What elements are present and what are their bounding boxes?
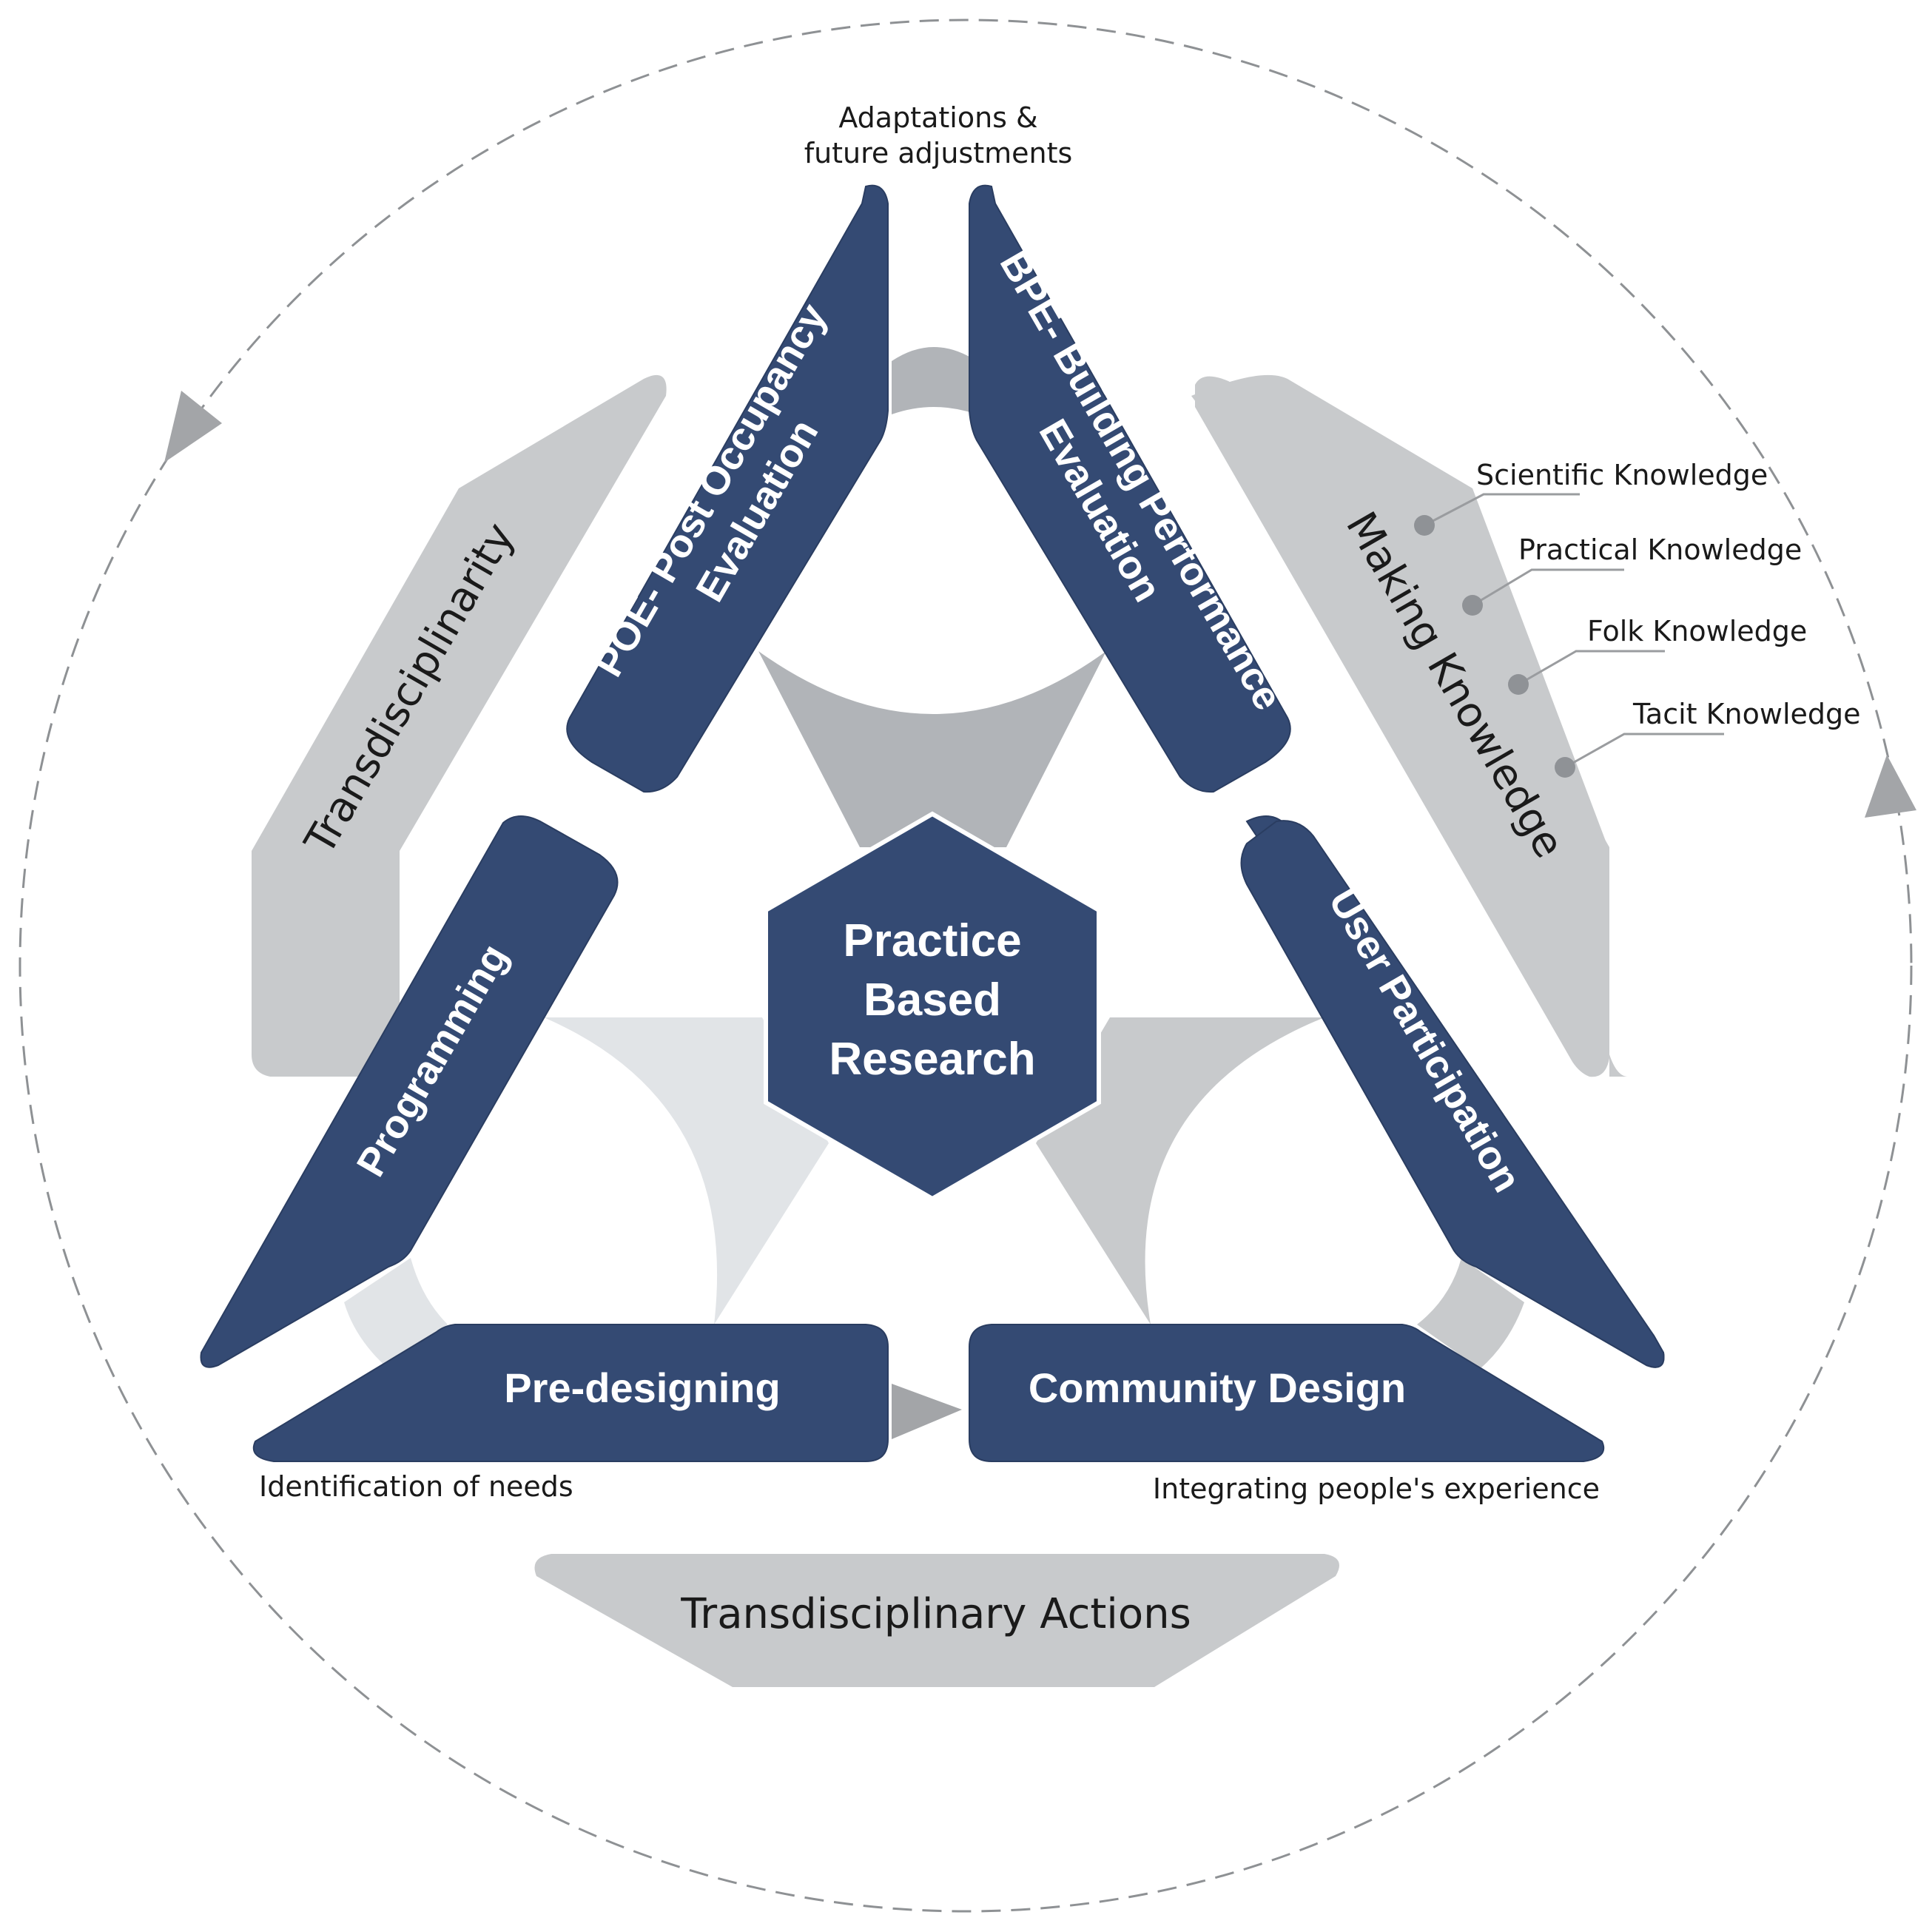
annotation-top-line2: future adjustments — [804, 137, 1073, 169]
center-label-line2: Based — [864, 975, 1001, 1026]
knowledge-dot — [1508, 674, 1529, 695]
leader-line — [1518, 650, 1665, 686]
annotation-top-line1: Adaptations & — [838, 101, 1037, 134]
center-hexagon[interactable] — [764, 811, 1101, 1202]
making-knowledge-band-body — [1195, 376, 1609, 1077]
top-connector-ring — [892, 347, 977, 414]
community-design-label: Community Design — [1029, 1364, 1406, 1411]
transdisciplinary-actions-band — [534, 1554, 1339, 1687]
center-label-line3: Research — [829, 1034, 1035, 1085]
knowledge-dot — [1555, 757, 1575, 778]
annotation-bottom-right: Integrating people's experience — [1153, 1472, 1600, 1505]
outer-cycle-ring — [18, 18, 1913, 1913]
left-connector-funnel — [544, 1017, 829, 1325]
cycle-arrow-bottom-icon — [892, 1384, 962, 1439]
knowledge-dot — [1462, 595, 1483, 616]
leader-line — [1424, 493, 1580, 527]
programming-block[interactable] — [200, 815, 619, 1368]
poe-block[interactable] — [566, 184, 889, 793]
center-label-line1: Practice — [843, 915, 1021, 966]
knowledge-type-label: Folk Knowledge — [1587, 615, 1807, 647]
pre-designing-block[interactable] — [252, 1324, 889, 1462]
top-connector-funnel — [758, 651, 1106, 847]
community-design-block[interactable] — [969, 1324, 1605, 1462]
knowledge-type-label: Practical Knowledge — [1518, 534, 1802, 566]
annotation-bottom-left: Identification of needs — [259, 1470, 573, 1503]
cycle-arrow-right-icon — [1865, 755, 1916, 818]
transdisciplinary-actions-label: Transdisciplinary Actions — [680, 1590, 1191, 1638]
user-participation-block-body[interactable] — [1240, 820, 1665, 1368]
right-connector-ring — [1417, 1258, 1524, 1369]
bpe-block[interactable] — [969, 184, 1291, 793]
knowledge-type-label: Tacit Knowledge — [1632, 698, 1861, 730]
right-connector-funnel — [1036, 1017, 1325, 1325]
cycle-arrow-left-icon — [164, 391, 222, 462]
knowledge-type-label: Scientific Knowledge — [1476, 459, 1768, 491]
pre-designing-label: Pre-designing — [504, 1364, 780, 1411]
knowledge-dot — [1414, 515, 1435, 536]
knowledge-types: Scientific Knowledge Practical Knowledge… — [1414, 459, 1861, 778]
leader-line — [1472, 568, 1624, 607]
leader-line — [1564, 733, 1724, 769]
transdisciplinarity-band — [252, 374, 667, 1077]
